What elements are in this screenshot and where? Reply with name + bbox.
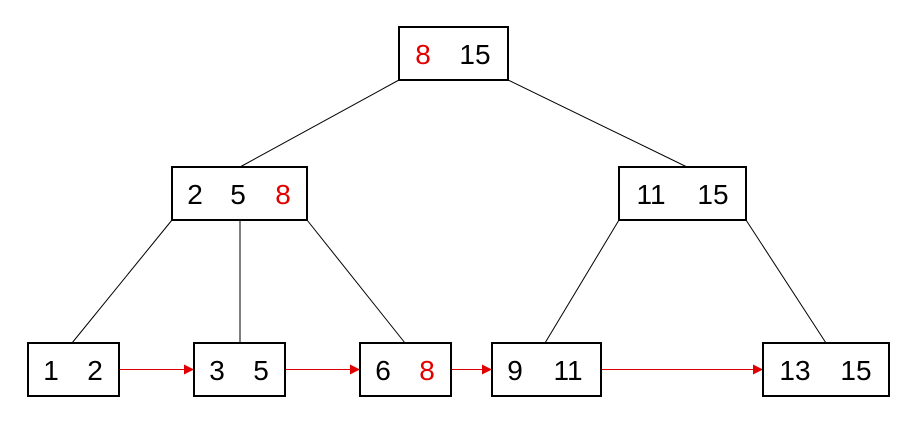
node-key-internal-right-0: 11 bbox=[636, 179, 665, 210]
node-key-leaf-4-1: 11 bbox=[553, 355, 582, 386]
tree-node-internal-right: 11 15 bbox=[618, 166, 747, 221]
node-box-root bbox=[398, 26, 509, 81]
node-key-leaf-5-1: 15 bbox=[840, 355, 871, 386]
node-key-leaf-3-1: 8 bbox=[419, 355, 435, 386]
edge-internal-left-to-leaf-1 bbox=[71, 219, 173, 344]
node-box-leaf-1 bbox=[27, 342, 120, 397]
edge-internal-right-to-leaf-4 bbox=[544, 219, 620, 344]
edge-root-to-internal-right bbox=[507, 79, 688, 168]
node-box-leaf-2 bbox=[193, 342, 286, 397]
edge-internal-right-to-leaf-5 bbox=[745, 219, 827, 344]
node-key-leaf-5-0: 13 bbox=[779, 355, 810, 386]
node-key-leaf-2-1: 5 bbox=[253, 355, 269, 386]
node-key-internal-left-1: 5 bbox=[230, 179, 246, 210]
node-key-internal-right-1: 15 bbox=[697, 179, 728, 210]
node-box-leaf-4 bbox=[491, 342, 602, 397]
node-key-root-0: 8 bbox=[415, 39, 431, 70]
tree-node-root: 8 15 bbox=[398, 26, 509, 81]
tree-node-leaf-5: 13 15 bbox=[762, 342, 890, 397]
node-box-internal-right bbox=[618, 166, 747, 221]
node-key-leaf-2-0: 3 bbox=[209, 355, 225, 386]
edge-internal-left-to-leaf-3 bbox=[306, 219, 406, 344]
edge-root-to-internal-left bbox=[239, 79, 400, 168]
node-key-root-1: 15 bbox=[459, 39, 490, 70]
node-key-leaf-1-1: 2 bbox=[87, 355, 103, 386]
node-key-leaf-3-0: 6 bbox=[375, 355, 391, 386]
node-box-internal-left bbox=[171, 166, 308, 221]
node-box-leaf-3 bbox=[359, 342, 452, 397]
node-key-leaf-1-0: 1 bbox=[43, 355, 59, 386]
tree-node-leaf-4: 9 11 bbox=[491, 342, 602, 397]
node-key-internal-left-2: 8 bbox=[275, 179, 291, 210]
node-box-leaf-5 bbox=[762, 342, 890, 397]
tree-edges bbox=[71, 79, 827, 344]
node-key-leaf-4-0: 9 bbox=[507, 355, 523, 386]
node-key-internal-left-0: 2 bbox=[187, 179, 203, 210]
